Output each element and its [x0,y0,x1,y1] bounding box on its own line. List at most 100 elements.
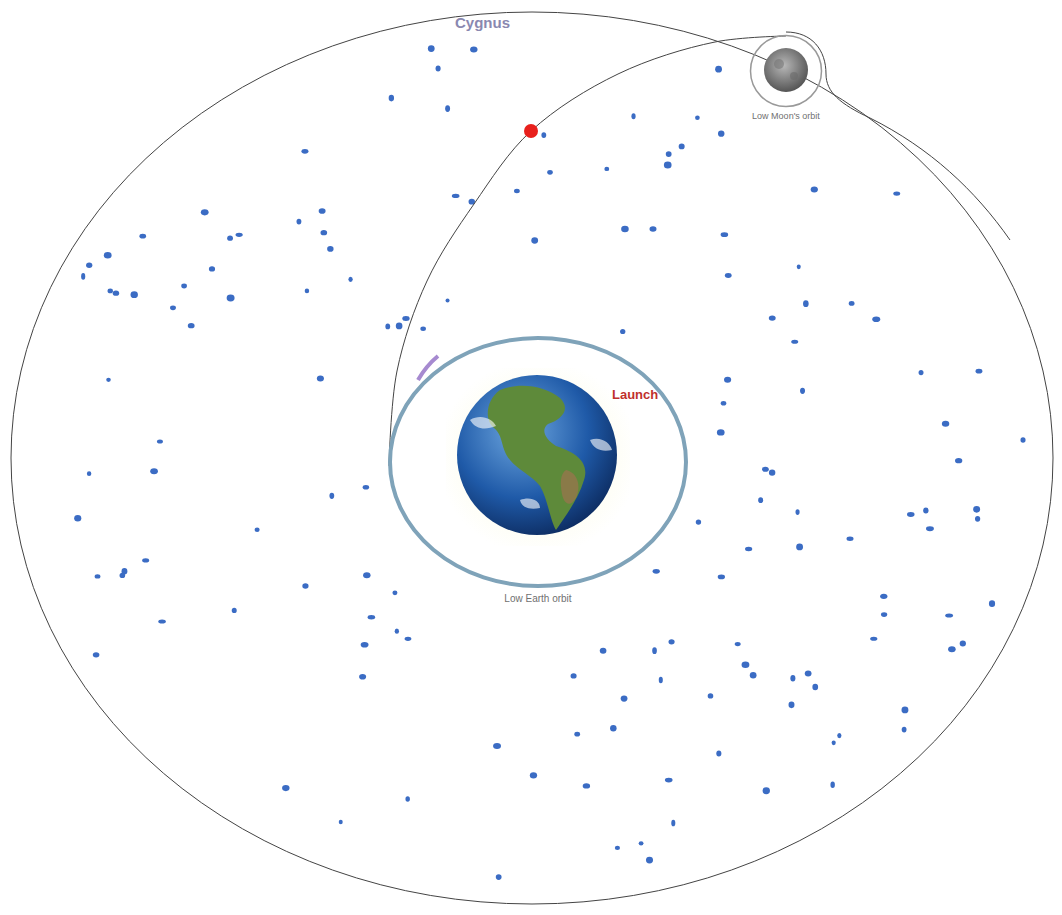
star-dot [81,273,85,280]
star-dot [93,652,100,657]
star-dot [181,284,187,289]
low-earth-orbit: LaunchLow Earth orbit [386,334,690,590]
star-dot [923,508,928,514]
star-dot [583,783,590,788]
launch-label: Launch [612,387,658,402]
star-dot [960,641,966,647]
star-dot [902,707,909,714]
star-dot [405,796,409,801]
star-dot [976,369,983,374]
star-dot [547,170,553,175]
star-dot [227,235,233,240]
earth-glow [446,368,630,546]
star-dot [541,132,546,138]
star-dot [718,575,725,580]
star-dot [769,470,775,476]
trajectory-line [389,36,786,466]
star-dot [880,594,887,599]
star-dot [695,116,700,121]
star-dot [945,614,953,618]
star-dot [671,820,675,827]
star-dot [919,370,924,375]
star-dot [650,226,657,231]
star-dot [708,693,714,698]
star-dot [615,846,620,850]
star-dot [158,620,166,624]
star-dot [716,750,721,756]
star-dot [227,295,235,302]
star-dot [113,291,119,296]
star-dot [106,378,111,382]
star-dot [157,440,163,444]
star-dot [803,300,809,307]
orbit-circle [749,34,823,108]
star-dot [975,516,980,522]
earth-land [561,470,579,504]
star-dot [104,252,112,259]
moon-crater [774,59,784,69]
star-dot [389,95,394,102]
star-dot [790,675,795,682]
star-dot [717,429,725,435]
star-dot [142,558,149,562]
star-dot [385,323,390,329]
star-dot [872,316,880,322]
star-dot [721,232,729,237]
star-dot [319,208,326,214]
star-dot [715,66,722,73]
star-dot [796,544,803,551]
star-dot [396,323,403,330]
star-dot [236,233,243,237]
orbit-label: Low Earth orbit [504,593,571,604]
star-dot [359,674,366,680]
spacecraft-dot [524,124,538,138]
star-dot [679,144,685,150]
star-dot [653,569,660,574]
moon-crater [790,72,798,80]
orbit-label: Low Moon's orbit [752,111,820,121]
star-dot [800,388,805,394]
star-dot [320,230,327,235]
star-dot [329,493,334,499]
star-dot [496,874,502,880]
star-dot [514,189,520,193]
star-dot [395,629,399,634]
star-dot [664,161,672,168]
star-dot [139,234,146,239]
star-dot [989,600,995,607]
trajectory-around-moon [786,32,1010,240]
moon-body [764,48,808,92]
star-dot [610,725,617,732]
star-dot [255,527,260,532]
star-dot [621,696,628,702]
star-dot [639,841,644,845]
star-dot [620,329,625,334]
star-dot [297,219,302,225]
star-dot [87,471,91,476]
star-dot [86,262,92,268]
star-dot [530,772,537,778]
star-dot [470,46,477,52]
star-dot [652,647,657,654]
star-dot [282,785,289,791]
star-dot [420,327,426,331]
star-dot [847,537,854,541]
star-dot [201,209,209,215]
star-dot [600,648,607,654]
star-dot [646,857,653,864]
star-dot [721,401,727,406]
star-dot [348,277,352,282]
star-dot [188,323,195,328]
orbit-ring [390,338,686,586]
earth-globe [457,375,617,535]
star-dot [302,583,308,588]
star-dot [368,615,376,619]
star-dot [881,612,887,617]
star-dot [735,642,741,646]
star-dot [668,639,674,644]
star-dot [830,781,834,787]
star-dot [942,421,949,427]
star-dot [805,671,812,677]
star-dot [317,376,324,382]
